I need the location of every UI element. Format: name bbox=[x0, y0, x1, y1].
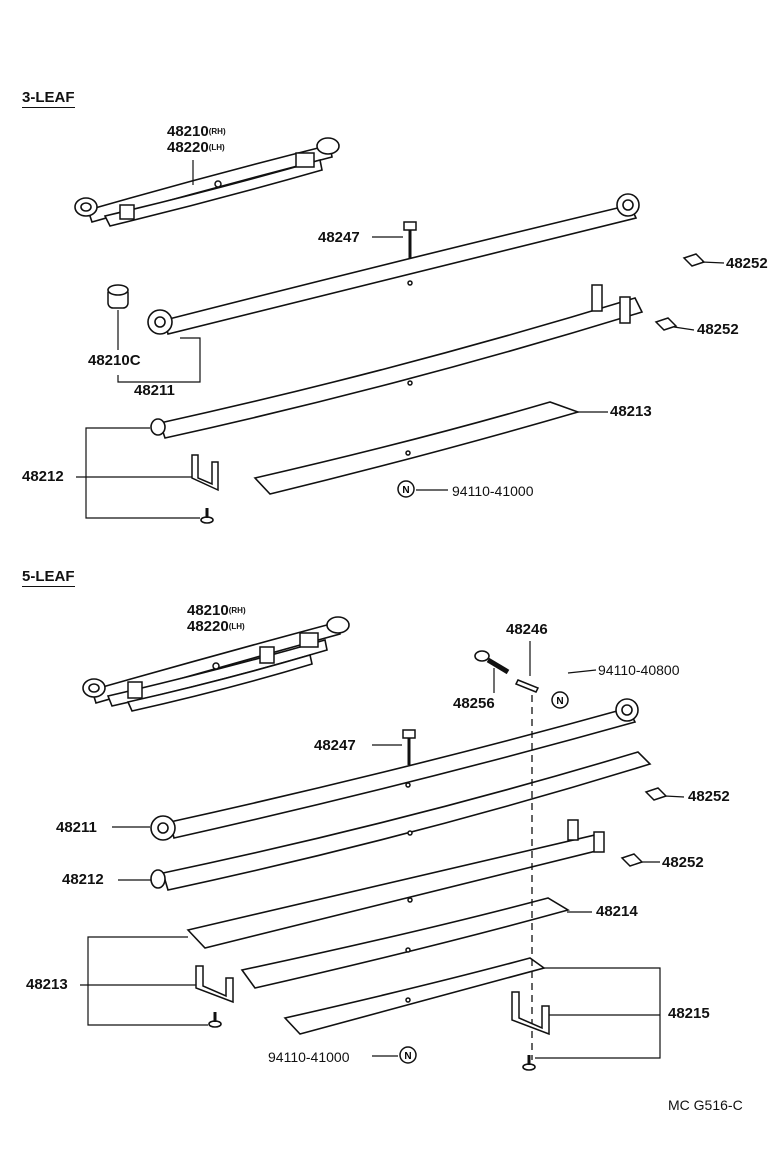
three-leaf-main-leaf bbox=[147, 193, 640, 335]
three-leaf-bushing-icon bbox=[107, 284, 129, 309]
label-5-second-leaf: 48212 bbox=[62, 871, 104, 888]
svg-text:N: N bbox=[402, 485, 409, 496]
section-heading-3-leaf: 3-LEAF bbox=[22, 89, 75, 108]
three-leaf-clip-lower-icon bbox=[654, 317, 678, 331]
label-nut: 94110-41000 bbox=[452, 483, 534, 499]
label-5-clip-lower: 48252 bbox=[662, 854, 704, 871]
five-leaf-fourth-leaf bbox=[240, 897, 571, 989]
label-assembly-rh: 48210(RH) bbox=[167, 123, 226, 140]
five-leaf-clip-lower-icon bbox=[620, 853, 644, 867]
label-5-clip-left: 48213 bbox=[26, 976, 68, 993]
svg-text:N: N bbox=[404, 1051, 411, 1062]
label-5-center-bolt: 48256 bbox=[453, 695, 495, 712]
five-leaf-right-clip-bracket-icon bbox=[511, 991, 550, 1036]
five-leaf-left-clip-bracket-icon bbox=[195, 965, 234, 1004]
label-main-leaf: 48211 bbox=[134, 382, 175, 399]
five-leaf-right-rivet-icon bbox=[522, 1055, 536, 1071]
three-leaf-nut-icon bbox=[397, 480, 415, 498]
label-5-pin: 48246 bbox=[506, 621, 548, 638]
svg-text:N: N bbox=[556, 696, 563, 707]
three-leaf-clip-upper-icon bbox=[682, 253, 706, 267]
five-leaf-second-leaf bbox=[150, 751, 652, 891]
five-leaf-nut-bottom-icon bbox=[399, 1046, 417, 1064]
label-5-nut-top: 94110-40800 bbox=[598, 662, 680, 678]
five-leaf-left-rivet-icon bbox=[208, 1012, 222, 1028]
five-leaf-assembly-illustration bbox=[82, 616, 350, 712]
three-leaf-clip-bracket-icon bbox=[191, 454, 219, 492]
label-assembly-lh: 48220(LH) bbox=[167, 139, 225, 156]
five-leaf-nut-top-icon bbox=[551, 691, 569, 709]
label-5-clip-right: 48215 bbox=[668, 1005, 710, 1022]
label-bolt: 48247 bbox=[318, 229, 360, 246]
three-leaf-second-leaf bbox=[150, 284, 644, 439]
label-bottom-leaf: 48213 bbox=[610, 403, 652, 420]
section-heading-5-leaf: 5-LEAF bbox=[22, 568, 75, 587]
label-5-main-leaf: 48211 bbox=[56, 819, 97, 836]
five-leaf-clip-upper-icon bbox=[644, 787, 668, 801]
label-5-leaf-4: 48214 bbox=[596, 903, 638, 920]
label-5-assembly-rh: 48210(RH) bbox=[187, 602, 246, 619]
label-clip: 48212 bbox=[22, 468, 64, 485]
three-leaf-rivet-icon bbox=[200, 508, 214, 524]
label-5-assembly-lh: 48220(LH) bbox=[187, 618, 245, 635]
three-leaf-bottom-leaf bbox=[253, 401, 581, 495]
five-leaf-pin-icon bbox=[514, 679, 540, 693]
five-leaf-third-leaf bbox=[186, 819, 605, 949]
five-leaf-main-leaf bbox=[150, 698, 639, 841]
label-bushing: 48210C bbox=[88, 352, 141, 369]
label-5-nut-bottom: 94110-41000 bbox=[268, 1049, 350, 1065]
label-5-clip-upper: 48252 bbox=[688, 788, 730, 805]
label-clip-lower: 48252 bbox=[697, 321, 739, 338]
label-5-bolt: 48247 bbox=[314, 737, 356, 754]
three-leaf-assembly-illustration bbox=[74, 137, 340, 227]
diagram-code: MC G516-C bbox=[668, 1097, 743, 1113]
label-clip-upper: 48252 bbox=[726, 255, 768, 272]
five-leaf-bolt-icon bbox=[402, 729, 416, 765]
three-leaf-bolt-icon bbox=[403, 221, 417, 258]
five-leaf-center-bolt-icon bbox=[474, 650, 510, 675]
